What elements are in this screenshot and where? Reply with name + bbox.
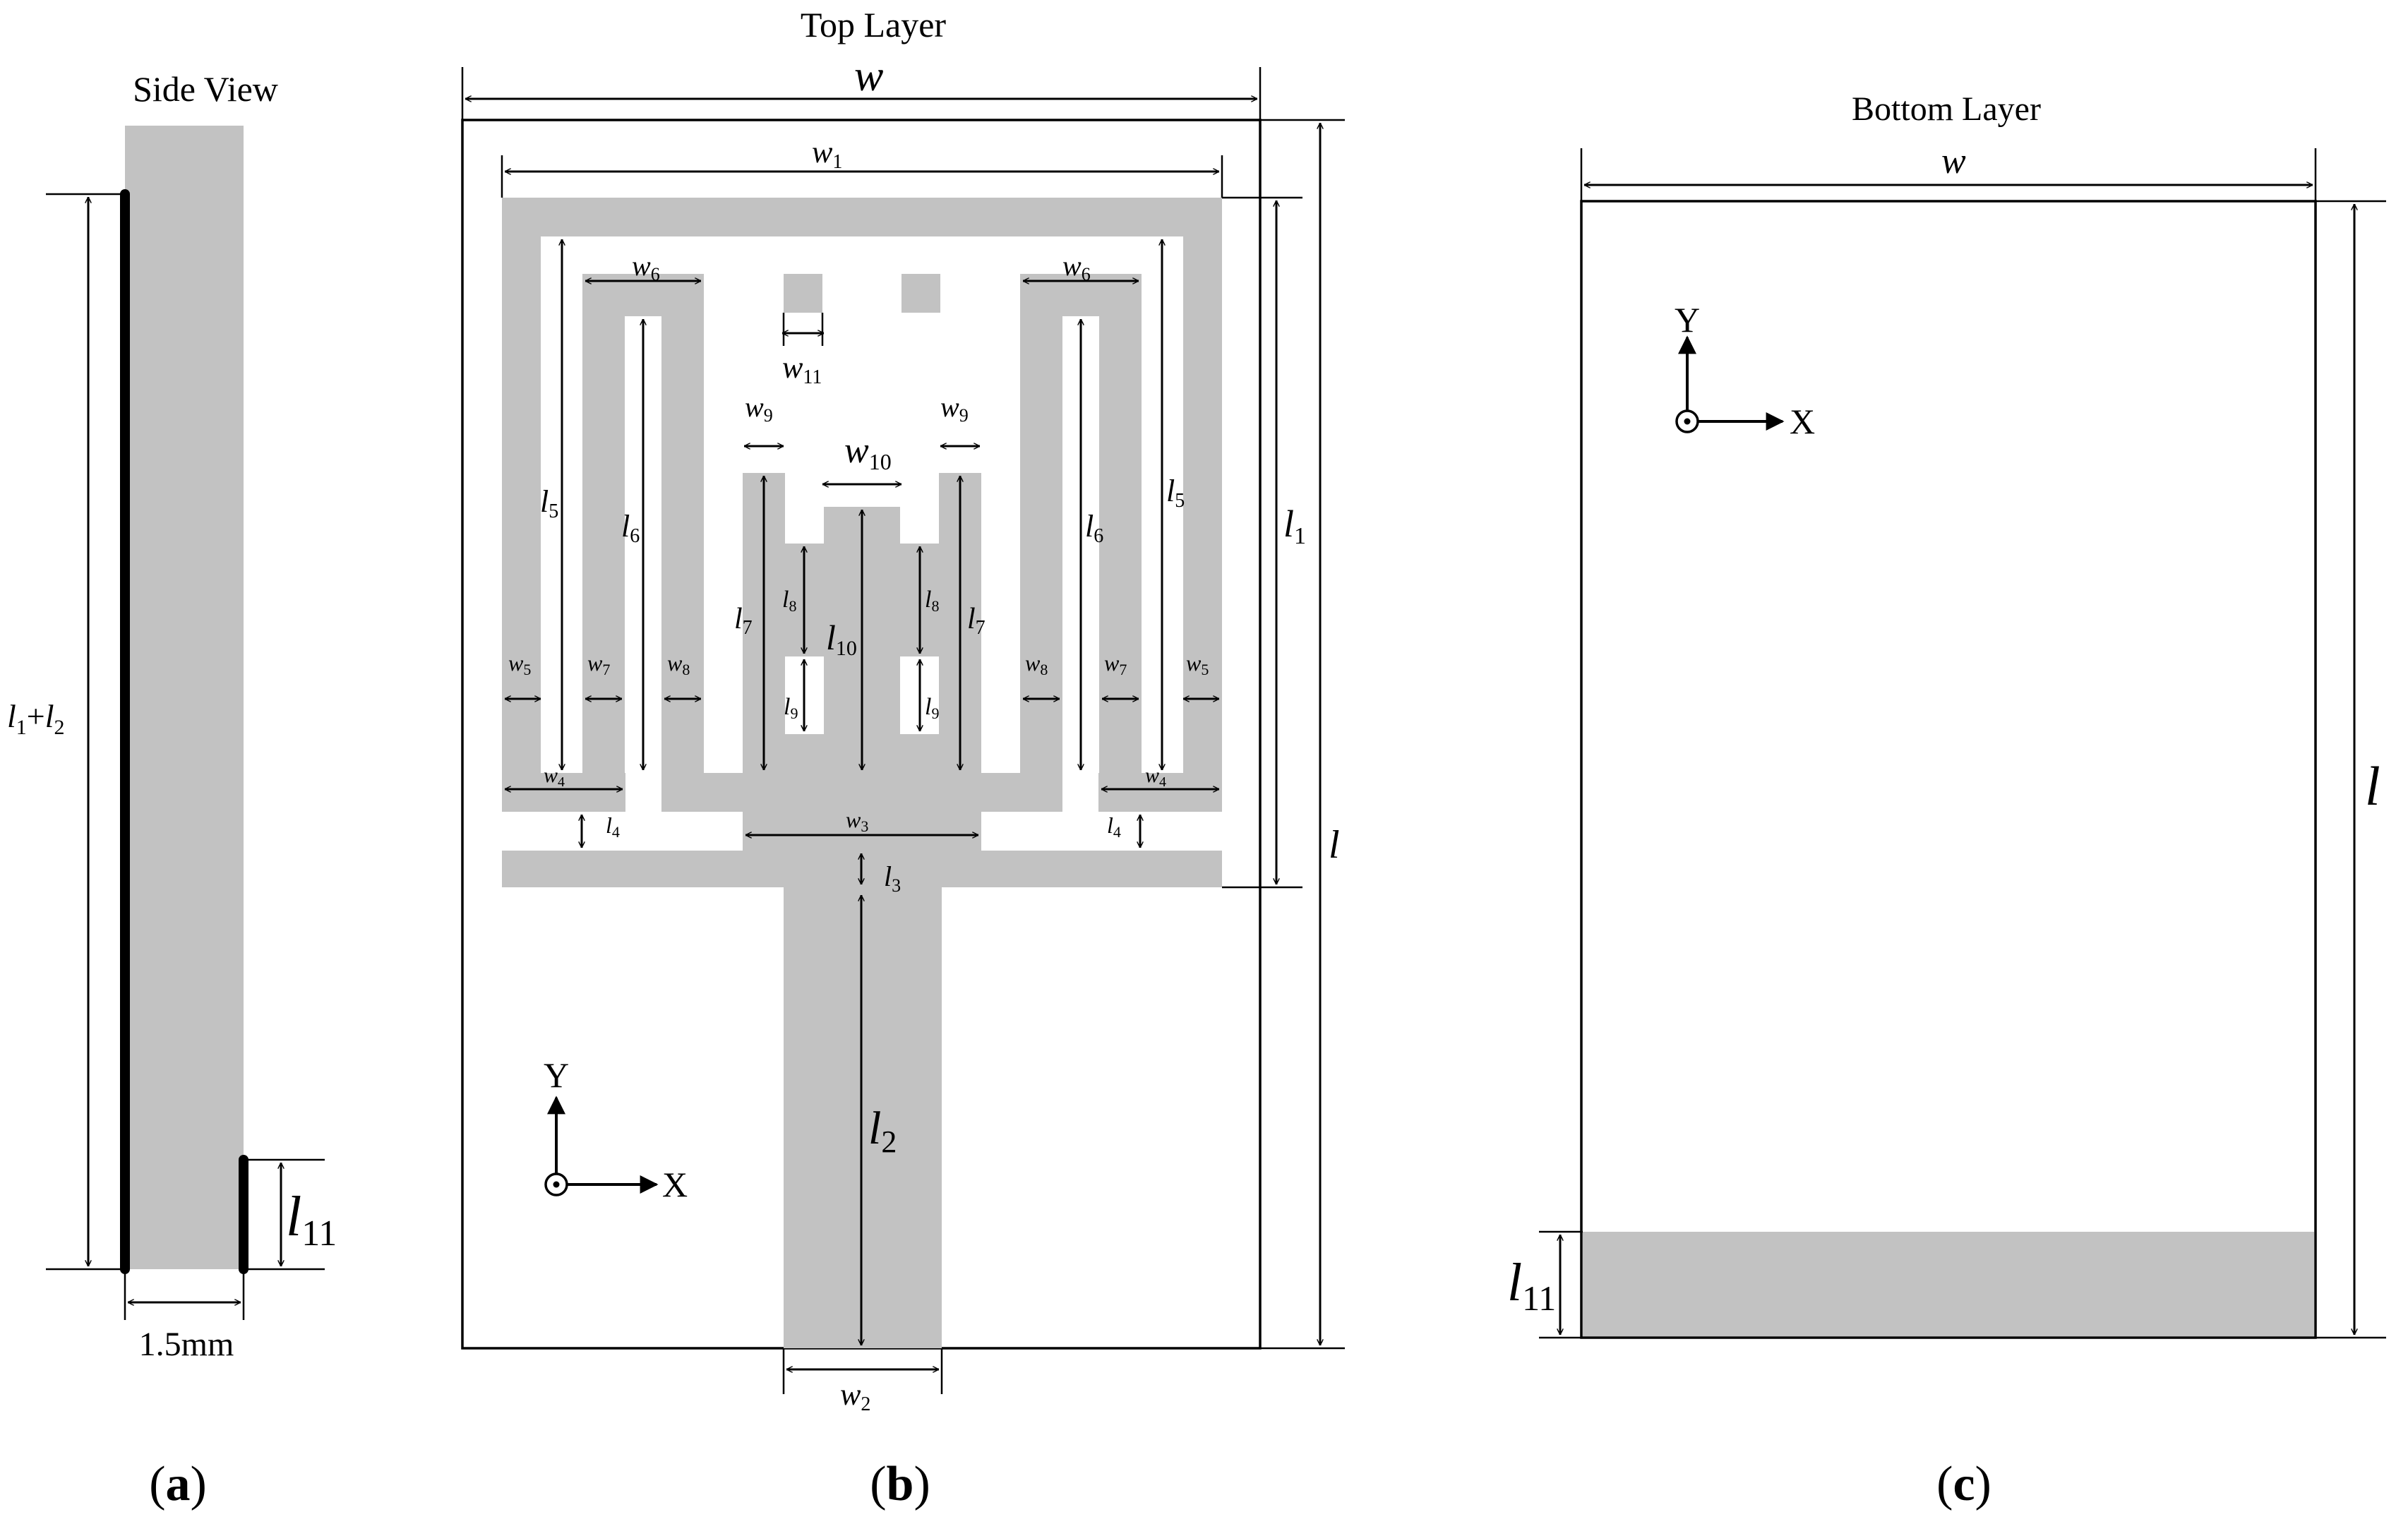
label-l5-left: l5 bbox=[540, 484, 558, 522]
ground-plane bbox=[1583, 1232, 2314, 1336]
label-l4-right: l4 bbox=[1107, 812, 1121, 841]
label-l9-left: l9 bbox=[784, 694, 798, 722]
bottom-substrate-outline bbox=[1580, 200, 2317, 1339]
label-w4-left: w4 bbox=[544, 764, 565, 790]
label-w5-left: w5 bbox=[508, 650, 531, 678]
label-l-top: l bbox=[1329, 823, 1340, 867]
axis-y-label-top: Y bbox=[544, 1055, 569, 1095]
panel-b-top-layer: Top Layer bbox=[461, 5, 1345, 1511]
label-w5-right: w5 bbox=[1186, 650, 1209, 678]
label-w1: w1 bbox=[812, 135, 842, 173]
caption-b: (b) bbox=[870, 1457, 930, 1511]
label-l1: l1 bbox=[1283, 503, 1306, 549]
label-w-top: w bbox=[854, 52, 883, 100]
label-l6-left: l6 bbox=[621, 509, 640, 547]
label-l9-right: l9 bbox=[925, 694, 939, 722]
bottom-layer-title: Bottom Layer bbox=[1852, 90, 2041, 128]
label-l3: l3 bbox=[884, 860, 901, 896]
label-l11-side: l11 bbox=[286, 1186, 337, 1254]
label-l7-left: l7 bbox=[734, 603, 753, 639]
panel-a-side-view: Side View l1+l2 l11 1.5mm (a) bbox=[7, 69, 337, 1511]
top-layer-title: Top Layer bbox=[801, 5, 946, 44]
label-w11: w11 bbox=[782, 350, 822, 388]
label-w6-right: w6 bbox=[1062, 250, 1091, 284]
label-w2: w2 bbox=[840, 1377, 870, 1415]
label-w10: w10 bbox=[844, 431, 892, 474]
axis-indicator-top: Y X bbox=[544, 1055, 688, 1204]
label-w7-left: w7 bbox=[587, 650, 610, 678]
label-w9-left: w9 bbox=[745, 391, 773, 426]
label-l8-right: l8 bbox=[925, 587, 939, 615]
label-w7-right: w7 bbox=[1104, 650, 1127, 678]
label-l7-right: l7 bbox=[967, 603, 986, 639]
label-l1-plus-l2: l1+l2 bbox=[7, 698, 65, 739]
label-l6-right: l6 bbox=[1085, 509, 1103, 547]
label-l10: l10 bbox=[826, 618, 857, 660]
label-w-bottom: w bbox=[1941, 141, 1966, 181]
side-view-title: Side View bbox=[133, 69, 278, 109]
label-w8-right: w8 bbox=[1025, 650, 1048, 678]
label-l8-left: l8 bbox=[782, 587, 796, 615]
substrate bbox=[125, 126, 244, 1269]
axis-x-label-top: X bbox=[662, 1165, 688, 1204]
panel-c-bottom-layer: Bottom Layer w l l11 Y X (c) bbox=[1507, 90, 2386, 1511]
label-w9-right: w9 bbox=[940, 391, 969, 426]
label-l11-bottom: l11 bbox=[1507, 1253, 1556, 1318]
caption-a: (a) bbox=[149, 1457, 207, 1511]
label-l-bottom: l bbox=[2365, 755, 2380, 817]
label-w4-right: w4 bbox=[1145, 764, 1166, 790]
caption-c: (c) bbox=[1936, 1457, 1991, 1511]
label-l4-left: l4 bbox=[606, 812, 620, 841]
label-w3: w3 bbox=[846, 807, 868, 835]
axis-x-label-bottom: X bbox=[1790, 402, 1815, 441]
label-l5-right: l5 bbox=[1166, 474, 1185, 512]
label-w6-left: w6 bbox=[632, 250, 660, 284]
label-l2: l2 bbox=[868, 1103, 897, 1159]
axis-indicator-bottom: Y X bbox=[1675, 300, 1815, 441]
axis-y-label-bottom: Y bbox=[1675, 300, 1700, 340]
label-w8-left: w8 bbox=[667, 650, 690, 678]
label-thickness: 1.5mm bbox=[139, 1326, 234, 1363]
